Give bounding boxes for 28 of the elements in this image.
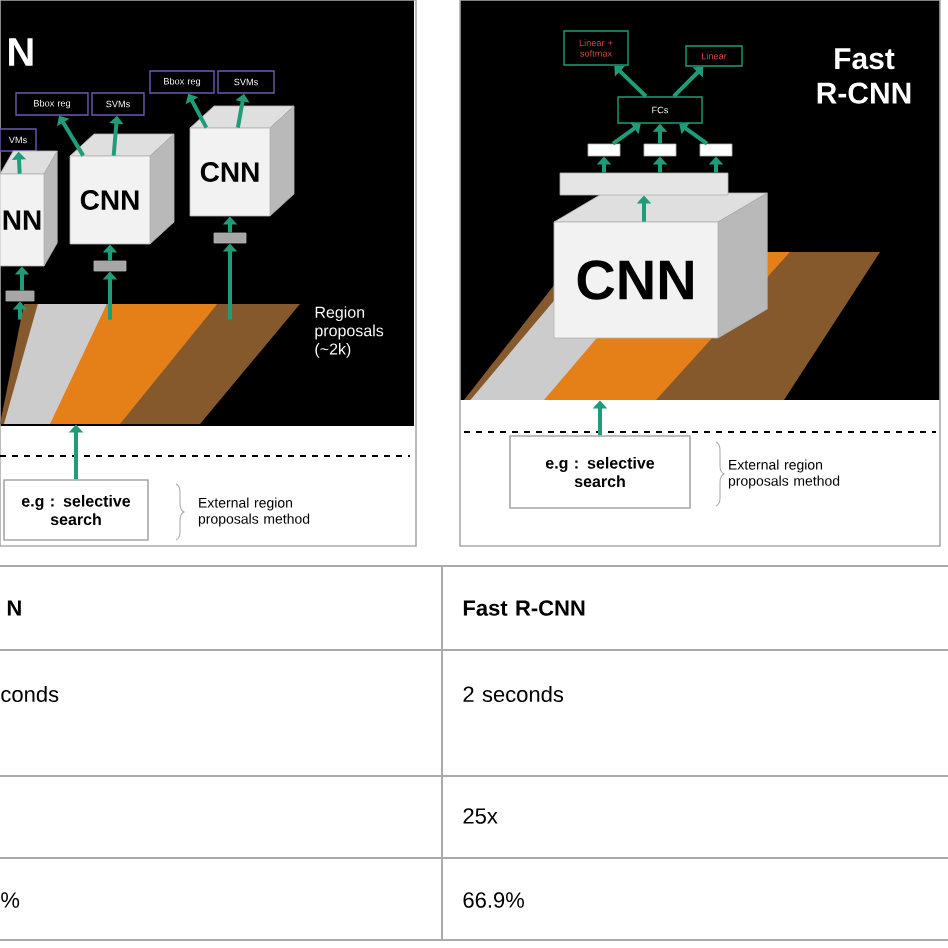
table-value: % bbox=[1, 892, 20, 908]
cube-box: CNN bbox=[553, 192, 768, 339]
panel-title: N bbox=[9, 38, 33, 66]
cube-box: CNN bbox=[69, 133, 175, 245]
feature-patch bbox=[587, 143, 621, 157]
table-header: N bbox=[7, 600, 21, 616]
feature-patch bbox=[213, 232, 247, 244]
callout-text: Region proposals (~2k) bbox=[315, 306, 384, 358]
feature-patch bbox=[5, 290, 35, 302]
table-value: 66.9% bbox=[463, 892, 524, 908]
table-value: 25x bbox=[463, 808, 498, 824]
cube-box: NN bbox=[0, 150, 58, 267]
table-value: 2 seconds bbox=[463, 685, 564, 703]
arrow bbox=[679, 122, 709, 146]
arrow bbox=[611, 122, 641, 146]
process-box: e.g : selective search bbox=[3, 479, 149, 541]
arrow bbox=[614, 65, 648, 98]
feature-patch bbox=[643, 143, 677, 157]
feature-patch bbox=[699, 143, 733, 157]
process-box: e.g : selective search bbox=[509, 435, 691, 509]
arrow bbox=[672, 66, 704, 98]
panel-title: Fast R-CNN bbox=[817, 48, 911, 104]
cube-box: CNN bbox=[189, 105, 295, 217]
feature-patch bbox=[93, 260, 127, 272]
table-value: conds bbox=[1, 685, 59, 703]
table-header: Fast R-CNN bbox=[463, 600, 585, 616]
photo-plane-drawing bbox=[0, 304, 300, 424]
feature-patch bbox=[559, 172, 729, 196]
